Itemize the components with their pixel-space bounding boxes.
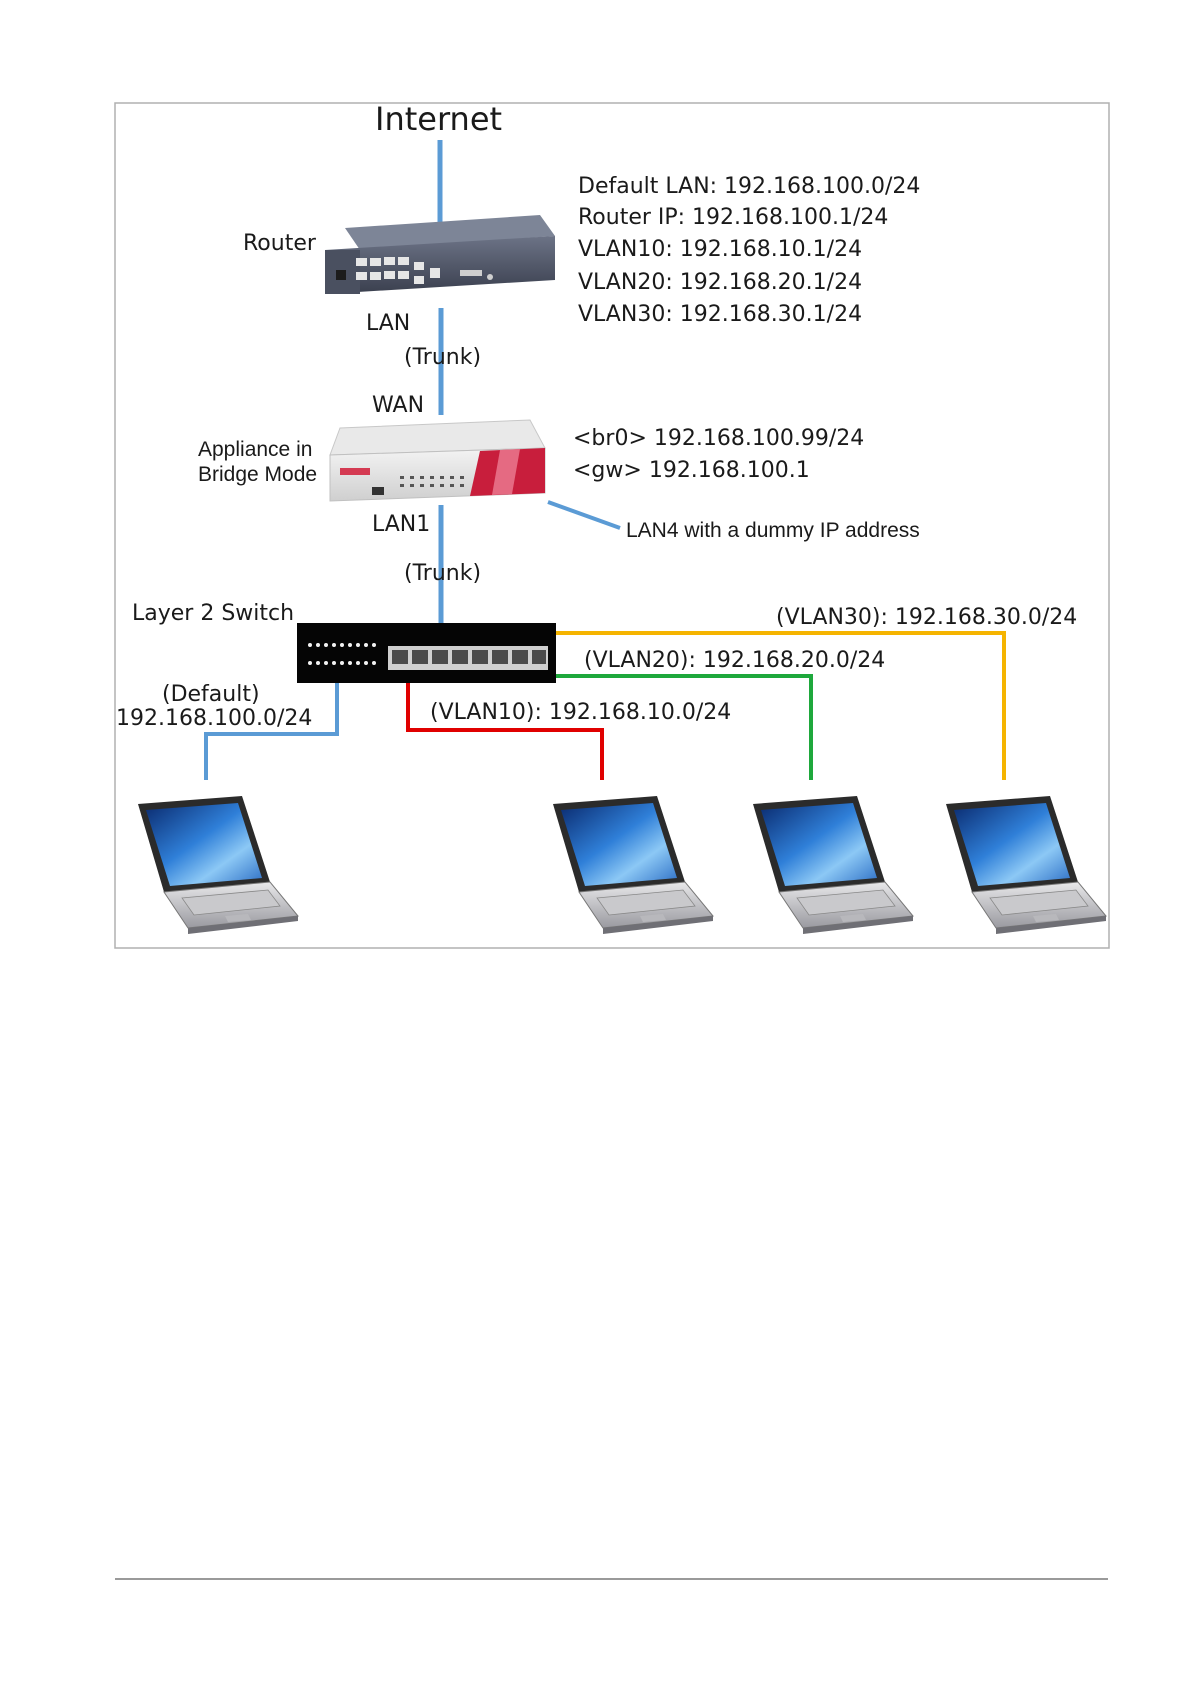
router-label: Router bbox=[243, 231, 317, 256]
router-lan-label: LAN bbox=[366, 311, 410, 336]
router-info-line-5: VLAN30: 192.168.30.1/24 bbox=[578, 302, 862, 327]
default-label-line-2: 192.168.100.0/24 bbox=[116, 706, 312, 731]
router-info-line-1: Default LAN: 192.168.100.0/24 bbox=[578, 174, 920, 199]
appliance-gw-label: <gw> 192.168.100.1 bbox=[573, 458, 810, 483]
default-link bbox=[204, 682, 339, 780]
router-trunk-label: (Trunk) bbox=[404, 345, 481, 370]
vlan30-label: (VLAN30): 192.168.30.0/24 bbox=[776, 605, 1077, 630]
internet-label: Internet bbox=[375, 100, 502, 138]
appliance-trunk-label: (Trunk) bbox=[404, 561, 481, 586]
appliance-wan-label: WAN bbox=[372, 393, 424, 418]
router-info-line-2: Router IP: 192.168.100.1/24 bbox=[578, 205, 888, 230]
switch-label: Layer 2 Switch bbox=[132, 601, 294, 626]
lan4-note: LAN4 with a dummy IP address bbox=[626, 519, 920, 542]
vlan20-link bbox=[556, 674, 813, 780]
footer-rule bbox=[115, 1578, 1108, 1580]
router-info-line-4: VLAN20: 192.168.20.1/24 bbox=[578, 270, 862, 295]
default-label-line-1: (Default) bbox=[162, 682, 260, 707]
router-device bbox=[325, 215, 555, 294]
appliance-label-line-2: Bridge Mode bbox=[198, 463, 317, 486]
appliance-br0-label: <br0> 192.168.100.99/24 bbox=[573, 426, 864, 451]
switch-device bbox=[297, 623, 556, 683]
appliance-label-line-1: Appliance in bbox=[198, 438, 312, 461]
router-info-line-3: VLAN10: 192.168.10.1/24 bbox=[578, 237, 862, 262]
appliance-lan1-label: LAN1 bbox=[372, 512, 430, 537]
lan4-link bbox=[547, 500, 621, 530]
vlan30-link bbox=[556, 631, 1006, 780]
vlan10-label: (VLAN10): 192.168.10.0/24 bbox=[430, 700, 731, 725]
vlan10-link bbox=[406, 682, 604, 780]
appliance-device bbox=[329, 419, 546, 502]
vlan20-label: (VLAN20): 192.168.20.0/24 bbox=[584, 648, 885, 673]
